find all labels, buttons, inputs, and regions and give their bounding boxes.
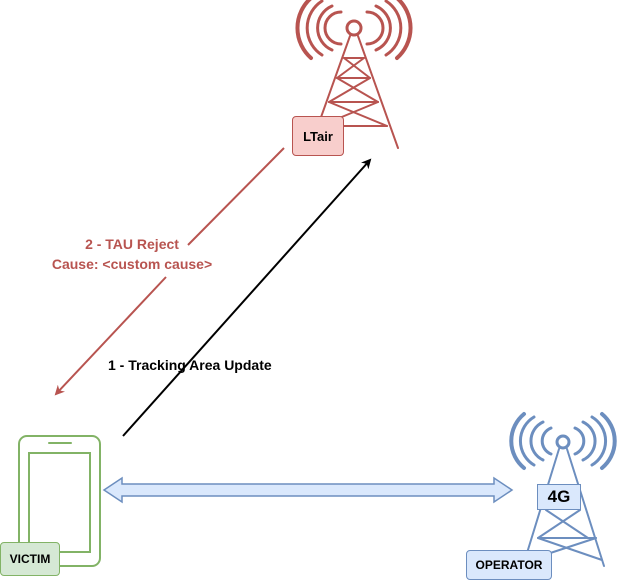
victim-operator-link [102, 476, 514, 504]
operator-tower-icon [509, 412, 617, 567]
victim-label: VICTIM [0, 542, 60, 576]
ltair-label: LTair [292, 116, 344, 156]
tracking-area-update-arrow [122, 158, 372, 437]
operator-label: OPERATOR [466, 550, 552, 580]
tau-reject-arrow-lower [54, 276, 167, 396]
tau-reject-arrow-upper [187, 147, 285, 246]
tau-reject-title: 2 - TAU Reject [85, 236, 179, 252]
tracking-area-update-label: 1 - Tracking Area Update [108, 357, 272, 373]
tau-reject-cause: Cause: <custom cause> [51, 256, 213, 272]
tau-reject-label: 2 - TAU Reject Cause: <custom cause> [32, 234, 232, 274]
network-type-label: 4G [537, 484, 581, 510]
